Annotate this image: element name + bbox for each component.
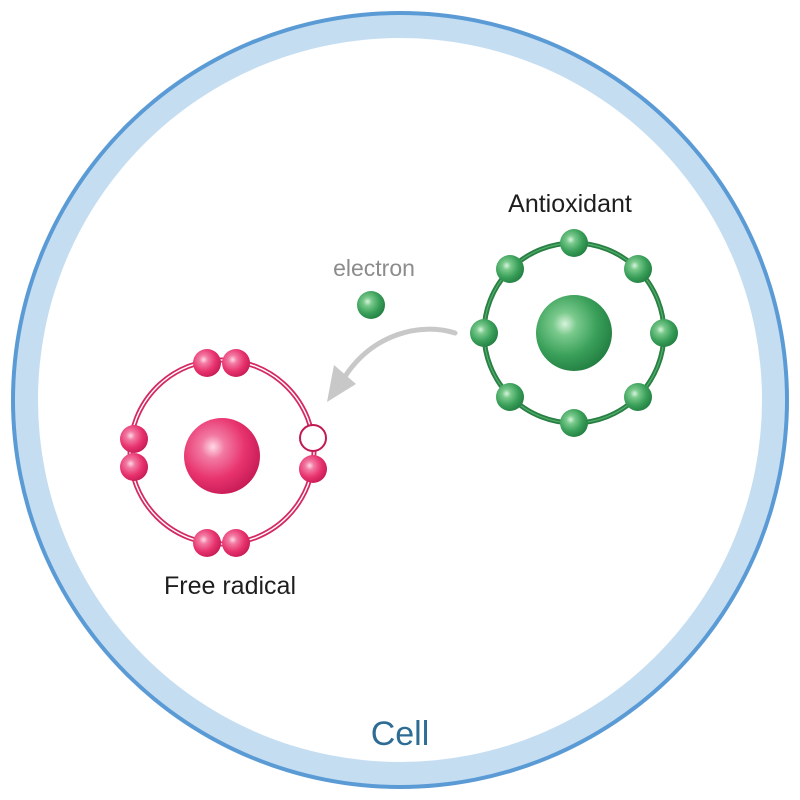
cell-label: Cell <box>371 715 430 753</box>
antioxidant-molecule <box>470 229 678 437</box>
electron <box>560 409 588 437</box>
donated-electron <box>357 291 385 319</box>
electron <box>222 349 250 377</box>
electron <box>193 349 221 377</box>
antioxidant-electrons <box>470 229 678 437</box>
free-radical-nucleus <box>184 418 260 494</box>
electron-label: electron <box>333 255 415 281</box>
antioxidant-label: Antioxidant <box>508 190 632 218</box>
electron <box>624 383 652 411</box>
electron <box>496 255 524 283</box>
missing-electron-slot <box>299 424 327 452</box>
electron <box>222 529 250 557</box>
free-radical-label: Free radical <box>164 572 296 600</box>
antioxidant-nucleus <box>536 295 612 371</box>
cell-membrane <box>11 11 789 789</box>
electron <box>193 529 221 557</box>
electron <box>560 229 588 257</box>
electron <box>299 455 327 483</box>
free-radical-electrons <box>120 349 327 557</box>
electron <box>650 319 678 347</box>
electron <box>496 383 524 411</box>
electron <box>470 319 498 347</box>
electron <box>120 453 148 481</box>
electron <box>120 425 148 453</box>
free-radical-molecule <box>120 349 327 557</box>
electron <box>624 255 652 283</box>
transfer-arrow-icon <box>327 326 458 402</box>
